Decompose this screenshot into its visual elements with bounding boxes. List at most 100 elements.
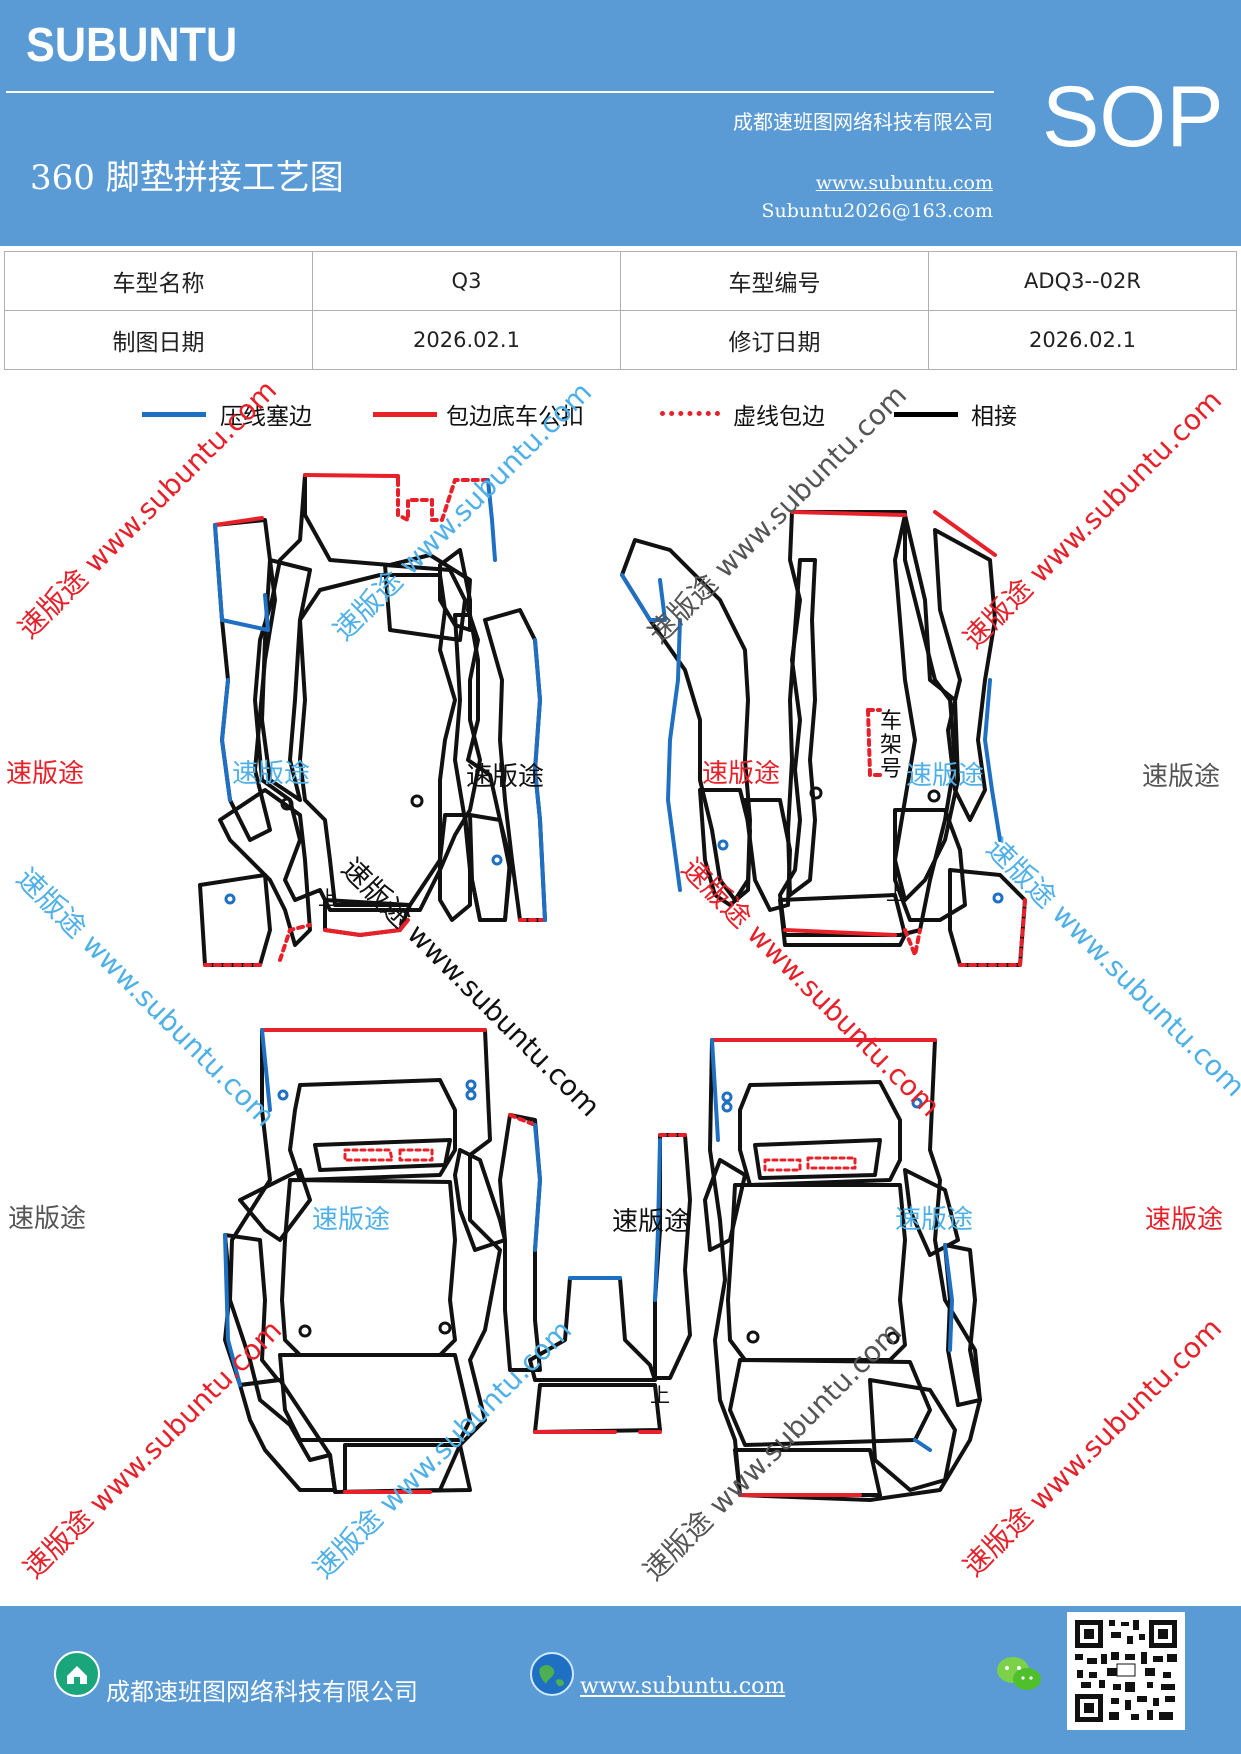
mat-part: [753, 1138, 882, 1180]
watermark-cn: 速版途: [702, 759, 780, 789]
watermark-cn: 速版途: [906, 761, 984, 791]
blue-edge: [533, 638, 547, 922]
hole: [224, 893, 236, 905]
up-mark: 上: [886, 881, 906, 905]
table-row: 制图日期 2026.02.1 修订日期 2026.02.1: [4, 310, 1237, 370]
blue-edge: [710, 1038, 720, 1142]
frame-label-2: 架: [880, 733, 902, 758]
watermark-combo: 速版途 www.subuntu.com: [12, 373, 284, 645]
red-dotted-clip: [343, 1148, 394, 1162]
revision-date-label: 修订日期: [620, 310, 929, 370]
watermark-cn: 速版途: [232, 759, 310, 789]
frame-label-1: 车: [880, 709, 902, 734]
legend-line-red: [373, 412, 437, 417]
blue-edge: [223, 1233, 242, 1387]
mat-part: [438, 813, 472, 922]
mat-outline: [708, 1038, 982, 1502]
mat-part: [893, 513, 960, 902]
red-edge: [396, 478, 490, 522]
red-edge: [278, 923, 312, 962]
red-edge: [508, 1113, 537, 1127]
hole: [410, 794, 424, 808]
hole: [886, 1331, 900, 1345]
red-edge: [933, 510, 997, 557]
sop-badge: SOP: [1042, 69, 1224, 165]
red-edge: [323, 918, 410, 937]
mat-part: [933, 528, 997, 822]
mat-inner: [288, 1078, 457, 1182]
watermark-cn: 速版途: [8, 1204, 86, 1234]
legend-line-red-dotted: [660, 411, 720, 416]
mat-part: [703, 1158, 747, 1252]
legend-line-black: [894, 412, 958, 417]
hole: [911, 1097, 923, 1109]
watermark-cn: 速版途: [6, 759, 84, 789]
top-left-mat: 上: [198, 473, 547, 967]
watermark-cn: 速版途: [1142, 762, 1220, 792]
qr-code[interactable]: [1067, 1612, 1185, 1730]
legend-line-blue: [142, 412, 206, 417]
header-url-link[interactable]: www.subuntu.com: [815, 172, 993, 194]
mat-outline: [253, 473, 482, 912]
mat-part: [213, 518, 277, 842]
hole: [809, 786, 823, 800]
mat-part: [868, 1378, 957, 1492]
bottom-left-mat: [223, 1028, 542, 1494]
red-dotted-clip: [806, 1156, 857, 1170]
model-name-value: Q3: [312, 251, 621, 311]
model-code-label: 车型编号: [620, 251, 929, 311]
bottom-center-mat: 上: [528, 1133, 692, 1434]
page-title: 360 脚垫拼接工艺图: [30, 158, 344, 198]
blue-edge: [653, 1138, 662, 1302]
footer-url-link[interactable]: www.subuntu.com: [580, 1674, 786, 1699]
blue-edge: [213, 523, 270, 632]
mat-inner: [786, 558, 817, 897]
watermark-combo: 速版途 www.subuntu.com: [957, 1311, 1229, 1583]
mat-part: [313, 1138, 452, 1172]
watermark-cn: 速版途: [895, 1205, 973, 1235]
hole: [927, 789, 941, 803]
watermark-combo: 速版途 www.subuntu.com: [980, 832, 1241, 1104]
blue-edge: [913, 1438, 932, 1452]
mat-part: [533, 1383, 662, 1434]
red-edge: [866, 708, 884, 777]
footer-company: 成都速班图网络科技有限公司: [106, 1678, 418, 1706]
hole: [298, 1324, 312, 1338]
header-banner: [0, 0, 1241, 246]
blue-edge: [983, 678, 1002, 842]
frame-label-3: 号: [880, 757, 902, 782]
mat-part: [468, 813, 512, 922]
red-edge: [213, 516, 264, 527]
legend: 压线塞边 包边底车公扣 虚线包边 相接: [0, 395, 1241, 435]
revision-date-value: 2026.02.1: [928, 310, 1237, 370]
blue-edge: [220, 678, 232, 802]
blue-edge: [533, 1123, 542, 1252]
header-email: Subuntu2026@163.com: [761, 200, 993, 222]
table-row: 车型名称 Q3 车型编号 ADQ3--02R: [4, 251, 1237, 311]
floor-mat-diagram: 上: [6, 373, 1241, 1587]
company-icon: [54, 1651, 100, 1697]
blue-edge: [620, 573, 667, 622]
up-mark: 上: [650, 1383, 670, 1407]
hole: [465, 1089, 477, 1101]
blue-edge: [943, 1243, 954, 1352]
hole: [491, 854, 503, 866]
hole: [721, 1101, 733, 1113]
blue-edge: [486, 478, 497, 562]
red-edge: [783, 928, 897, 937]
mat-part: [743, 798, 792, 912]
red-dotted-clip: [398, 1148, 434, 1162]
draw-date-value: 2026.02.1: [312, 310, 621, 370]
blue-edge: [260, 1028, 272, 1112]
model-code-value: ADQ3--02R: [928, 251, 1237, 311]
red-edge: [303, 473, 400, 487]
globe-icon: [530, 1652, 574, 1696]
mat-inner: [298, 573, 457, 907]
red-edge: [903, 928, 922, 957]
mat-part: [893, 808, 967, 922]
legend-label-red: 包边底车公扣: [446, 404, 584, 430]
mat-part: [238, 1168, 312, 1242]
hole: [280, 797, 294, 811]
wechat-icon[interactable]: [995, 1654, 1043, 1694]
mat-part: [343, 1443, 472, 1494]
